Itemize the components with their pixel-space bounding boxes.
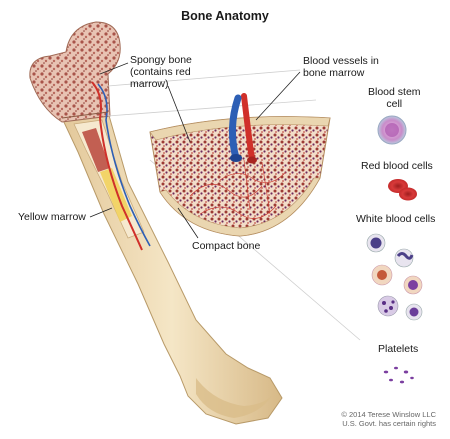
femoral-head [29, 21, 121, 123]
white-blood-cells [366, 233, 423, 321]
label-compact-bone: Compact bone [192, 240, 261, 252]
section-vein [229, 94, 242, 162]
diagram-title: Bone Anatomy [181, 9, 269, 23]
femur-bone [29, 21, 283, 425]
section-artery [241, 93, 255, 163]
label-red-blood-cells: Red blood cells [361, 160, 433, 172]
compact-bone-rim [149, 116, 331, 141]
red-blood-cells [388, 179, 417, 201]
blood-stem-cell [377, 115, 407, 145]
label-spongy-bone: Spongy bone (contains red marrow) [130, 54, 192, 90]
cross-section-inset [107, 69, 361, 341]
copyright-notice: © 2014 Terese Winslow LLC U.S. Govt. has… [341, 410, 436, 428]
leader-spongy-bone [99, 62, 129, 75]
capillary-network [189, 159, 287, 219]
platelets [383, 366, 414, 384]
bone-vein [97, 83, 151, 247]
leader-lines [89, 62, 301, 239]
label-yellow-marrow: Yellow marrow [18, 211, 86, 223]
label-white-blood-cells: White blood cells [356, 213, 436, 225]
leader-spongy-to-section [167, 85, 191, 143]
label-platelets: Platelets [378, 343, 419, 355]
leader-blood-vessels [255, 71, 301, 121]
bone-artery [91, 81, 143, 251]
leader-yellow-marrow [89, 207, 113, 218]
label-blood-vessels: Blood vessels in bone marrow [303, 55, 379, 79]
label-blood-stem-cell: Blood stem cell [368, 86, 421, 110]
leader-compact-bone [177, 207, 199, 239]
